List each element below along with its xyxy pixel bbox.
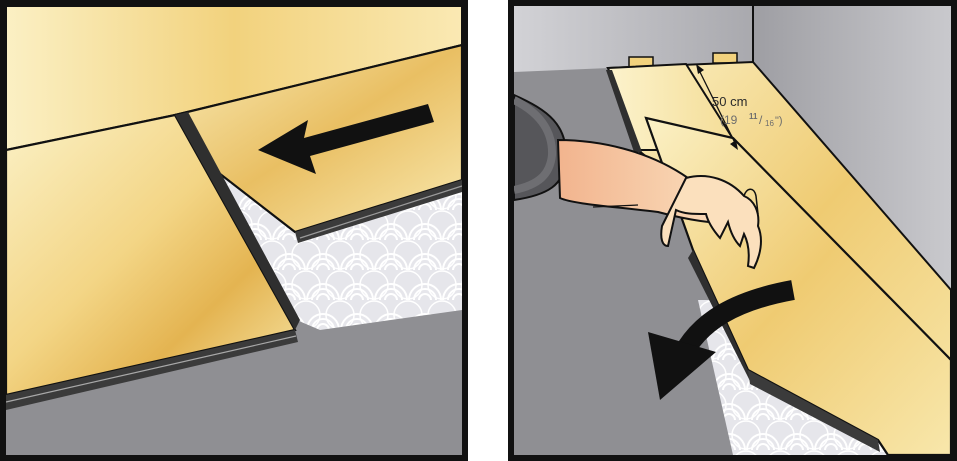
dimension-imperial-denominator: 16	[765, 119, 774, 128]
spacer-2	[713, 53, 737, 63]
dimension-metric: 50 cm	[712, 94, 747, 109]
lower-plank-drawing: 50 cm (19 11 / 16 ")	[508, 0, 957, 461]
illustration-panel-slide-plank	[0, 0, 468, 461]
slide-plank-drawing	[0, 0, 468, 461]
dimension-imperial-close: ")	[775, 115, 783, 127]
illustration-panel-lower-plank: 50 cm (19 11 / 16 ")	[508, 0, 957, 461]
dimension-imperial-open: (19	[720, 113, 738, 127]
dimension-imperial-numerator: 11	[749, 112, 758, 121]
